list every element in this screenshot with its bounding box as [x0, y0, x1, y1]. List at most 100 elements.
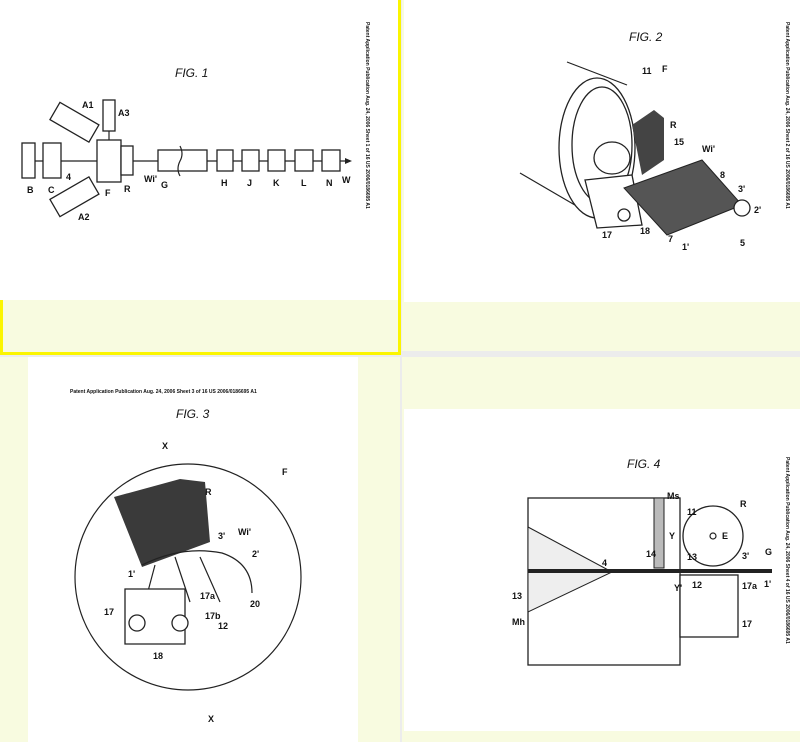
figure-label: E [722, 531, 728, 541]
page-thumbnail-4[interactable]: FIG. 4 Ms 11 R E Y 13 14 4 G 3' Y' 12 17… [402, 357, 800, 742]
figure-label: US 2006/0186695 A1 [209, 389, 257, 395]
block-B [22, 143, 35, 178]
svg-text:Patent Application Publication: Patent Application Publication Aug. 24, … [784, 457, 790, 644]
figure-label: 8 [720, 170, 725, 180]
figure-label: R [740, 499, 747, 509]
figure-label: 18 [153, 651, 163, 661]
figure-label: 13 [687, 552, 697, 562]
figure-label: C [48, 185, 55, 195]
figure-label: 15 [674, 137, 684, 147]
figure-label: R [670, 120, 677, 130]
figure-label: Sheet 1 of 16 [364, 129, 370, 160]
figure-label: F [105, 188, 111, 198]
figure-label: K [273, 178, 280, 188]
figure-label: 18 [640, 226, 650, 236]
figure-label: 3' [218, 531, 225, 541]
figure-2-drawing: FIG. 2 11 F R 15 Wi' 8 3' 2' 5 1' 7 17 1… [402, 0, 800, 351]
figure-label: 4 [602, 558, 607, 568]
svg-text:Patent Application Publication: Patent Application Publication Aug. 24, … [364, 22, 370, 209]
figure-label: Sheet 4 of 16 [784, 564, 790, 595]
figure-label: B [27, 185, 34, 195]
figure-label: 11 [642, 66, 652, 76]
figure-label: Aug. 24, 2006 [143, 389, 175, 395]
figure-label: 17 [742, 619, 752, 629]
roll-R [632, 110, 664, 175]
figure-label: A1 [82, 100, 94, 110]
block-F [97, 140, 121, 182]
figure-label: FIG. 3 [176, 407, 210, 421]
figure-label: 2' [754, 205, 761, 215]
figure-label: Mh [512, 617, 525, 627]
svg-text:Patent Application Publication: Patent Application Publication Aug. 24, … [70, 389, 257, 395]
page-thumbnail-1[interactable]: FIG. 1 A1 A3 A2 B C 4 F R Wi' G H J K L … [0, 0, 401, 355]
figure-label: A3 [118, 108, 130, 118]
figure-label: Y' [674, 583, 682, 593]
figure-label: 1' [682, 242, 689, 252]
figure-label: A2 [78, 212, 90, 222]
figure-1-drawing: FIG. 1 A1 A3 A2 B C 4 F R Wi' G H J K L … [0, 0, 401, 355]
figure-label: 12 [218, 621, 228, 631]
figure-label: Y [669, 531, 675, 541]
figure-title: FIG. 1 [175, 66, 208, 80]
figure-label: Wi' [144, 174, 157, 184]
figure-label: 4 [66, 172, 71, 182]
page-thumbnail-3[interactable]: Patent Application Publication Aug. 24, … [0, 357, 400, 742]
roll-R [114, 479, 210, 567]
figure-label: G [161, 180, 168, 190]
figure-label: X [162, 441, 168, 451]
svg-text:Patent Application Publication: Patent Application Publication Aug. 24, … [784, 22, 790, 209]
figure-label: N [326, 178, 333, 188]
figure-label: Patent Application Publication [784, 457, 790, 529]
bracket-17 [585, 175, 642, 228]
figure-label: 7 [668, 234, 673, 244]
figure-label: Sheet 3 of 16 [177, 389, 208, 395]
block-C [43, 143, 61, 178]
figure-label: 2' [252, 549, 259, 559]
figure-label: 11 [687, 507, 697, 517]
bracket-17 [680, 575, 738, 637]
figure-label: Aug. 24, 2006 [784, 95, 790, 127]
figure-label: 3' [742, 551, 749, 561]
figure-label: 12 [692, 580, 702, 590]
figure-label: Patent Application Publication [70, 389, 142, 395]
figure-label: Aug. 24, 2006 [364, 95, 370, 127]
figure-label: Wi' [702, 144, 715, 154]
figure-label: Wi' [238, 527, 251, 537]
figure-label: H [221, 178, 228, 188]
figure-label: R [124, 184, 131, 194]
figure-label: G [765, 547, 772, 557]
figure-label: 1' [764, 579, 771, 589]
figure-label: Ms [667, 491, 680, 501]
figure-label: F [282, 467, 288, 477]
figure-label: Aug. 24, 2006 [784, 530, 790, 562]
figure-label: 5 [740, 238, 745, 248]
figure-label: X [208, 714, 214, 724]
figure-label: R [205, 487, 212, 497]
figure-label: 14 [646, 549, 656, 559]
figure-label: Patent Application Publication [364, 22, 370, 94]
block-A2 [50, 177, 99, 217]
figure-label: FIG. 4 [627, 457, 661, 471]
figure-3-drawing: Patent Application Publication Aug. 24, … [0, 357, 400, 742]
figure-label: 17 [602, 230, 612, 240]
figure-label: US 2006/0186695 A1 [784, 596, 790, 644]
figure-label: Patent Application Publication [784, 22, 790, 94]
figure-label: FIG. 2 [629, 30, 663, 44]
figure-label: 17b [205, 611, 221, 621]
figure-label: 20 [250, 599, 260, 609]
figure-label: 17a [742, 581, 758, 591]
page-thumbnail-2[interactable]: FIG. 2 11 F R 15 Wi' 8 3' 2' 5 1' 7 17 1… [402, 0, 800, 351]
figure-label: J [247, 178, 252, 188]
figure-label: Sheet 2 of 16 [784, 129, 790, 160]
figure-label: 17 [104, 607, 114, 617]
figure-label: 3' [738, 184, 745, 194]
figure-label: 17a [200, 591, 216, 601]
block-A3 [103, 100, 115, 131]
figure-label: US 2006/0186695 A1 [364, 161, 370, 209]
figure-label: F [662, 64, 668, 74]
figure-label: 13 [512, 591, 522, 601]
block-R [121, 146, 133, 175]
figure-4-drawing: FIG. 4 Ms 11 R E Y 13 14 4 G 3' Y' 12 17… [402, 357, 800, 742]
figure-label: 1' [128, 569, 135, 579]
figure-label: W [342, 175, 351, 185]
